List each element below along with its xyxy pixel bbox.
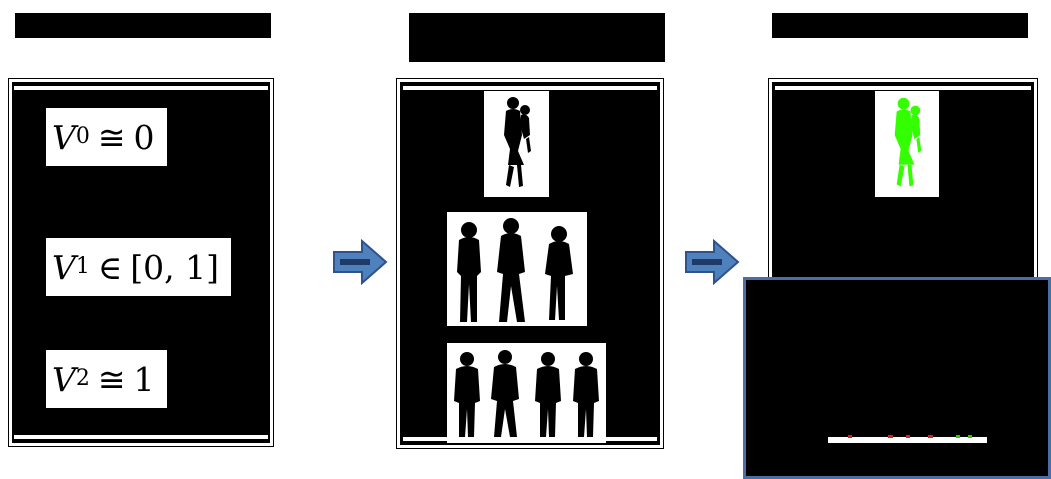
eq-op: ≅ bbox=[98, 121, 126, 154]
left-panel-bottom-rule bbox=[14, 435, 268, 439]
eq-rhs: 1 bbox=[134, 363, 155, 396]
eq-sub: 2 bbox=[76, 368, 90, 390]
title-bar-left bbox=[15, 13, 271, 38]
eq-var: V bbox=[52, 363, 76, 396]
eq-var: V bbox=[52, 121, 76, 154]
eq-sub: 0 bbox=[76, 126, 90, 148]
overlay-box bbox=[743, 277, 1051, 479]
eq-op: ≅ bbox=[98, 363, 126, 396]
eq-sub: 1 bbox=[76, 256, 90, 278]
right-arrow-icon bbox=[332, 239, 388, 285]
right-arrow-icon bbox=[684, 239, 740, 285]
detected-woman-holding-child bbox=[875, 91, 939, 197]
three-women-silhouette bbox=[447, 212, 587, 326]
left-panel-top-rule bbox=[14, 86, 268, 90]
right-panel-top-rule bbox=[775, 86, 1031, 90]
title-bar-middle bbox=[409, 13, 665, 62]
woman-holding-child-silhouette bbox=[484, 91, 549, 197]
eq-rhs: [0, 1] bbox=[130, 251, 219, 284]
eq-rhs: 0 bbox=[134, 121, 155, 154]
four-men-silhouette bbox=[447, 343, 606, 443]
eq-op: ∈ bbox=[98, 251, 122, 284]
title-bar-right bbox=[772, 13, 1028, 38]
middle-panel-top-rule bbox=[403, 86, 657, 90]
overlay-box-strip bbox=[828, 437, 987, 443]
eq-var: V bbox=[52, 251, 76, 284]
